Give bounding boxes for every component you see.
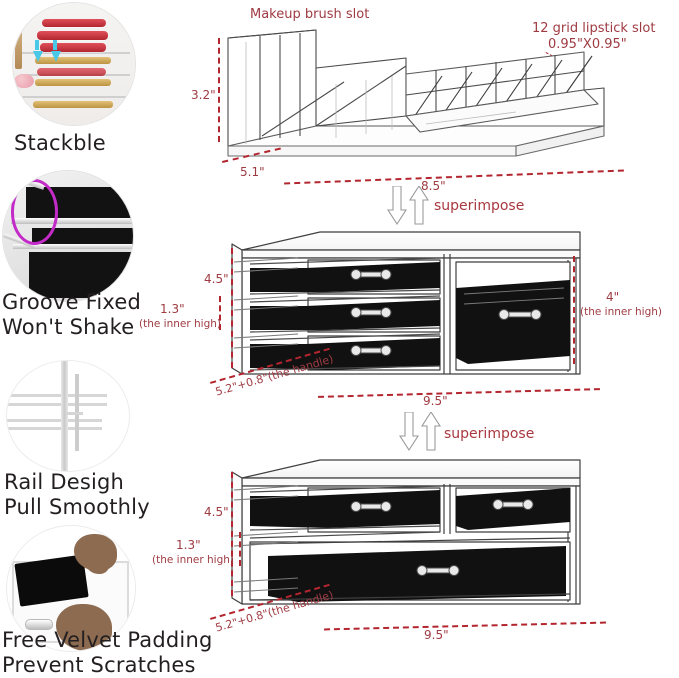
product-middle-drawers (228, 228, 596, 393)
feature-image-velvet-padding (6, 525, 136, 652)
dimension-guide-middle-inner-large (573, 256, 575, 364)
dimension-bottom-inner-high-note: (the inner high) (152, 554, 234, 566)
dimension-guide-bottom-height (231, 472, 233, 596)
dimension-bottom-width: 9.5" (424, 628, 449, 642)
feature-caption-stackable: Stackble (14, 131, 106, 155)
connector-label-superimpose-bottom: superimpose (444, 426, 535, 442)
dimension-top-depth: 5.1" (240, 165, 265, 179)
feature-caption-groove-fixed: Groove Fixed Won't Shake (2, 290, 141, 339)
double-arrow-updown-icon-bottom (396, 412, 444, 452)
double-arrow-updown-icon-top (384, 186, 432, 226)
feature-caption-velvet-padding: Free Velvet Padding Prevent Scratches (2, 628, 213, 677)
dimension-guide-bottom-width (324, 621, 606, 631)
feature-image-stackable (12, 2, 136, 126)
dimension-guide-middle-inner-small (219, 296, 221, 330)
dimension-bottom-height: 4.5" (204, 505, 229, 519)
dimension-guide-top-height (218, 38, 220, 142)
product-top-tray (216, 28, 616, 176)
dimension-middle-inner-high-large-note: (the inner high) (580, 306, 662, 318)
connector-label-superimpose-top: superimpose (434, 198, 525, 214)
feature-caption-rail-design: Rail Desigh Pull Smoothly (4, 470, 150, 519)
callout-lipstick-slot-size: 0.95"X0.95" (548, 37, 627, 52)
dimension-middle-height: 4.5" (204, 272, 229, 286)
dimension-top-height: 3.2" (191, 88, 216, 102)
dimension-middle-inner-high-small-note: (the inner high) (139, 318, 221, 330)
dimension-guide-bottom-inner (239, 532, 241, 566)
feature-image-rail-design (6, 360, 130, 472)
dimension-middle-width: 9.5" (423, 394, 448, 408)
callout-makeup-brush-slot: Makeup brush slot (250, 7, 370, 22)
dimension-top-width: 8.5" (421, 179, 446, 193)
dimension-bottom-inner-high: 1.3" (176, 538, 201, 552)
product-bottom-drawers (228, 452, 596, 620)
callout-lipstick-slot: 12 grid lipstick slot (532, 21, 656, 36)
dimension-middle-inner-high-large: 4" (606, 290, 620, 304)
dimension-middle-inner-high-small: 1.3" (160, 302, 185, 316)
feature-image-groove-fixed (2, 170, 134, 302)
dimension-guide-middle-height (231, 248, 233, 368)
